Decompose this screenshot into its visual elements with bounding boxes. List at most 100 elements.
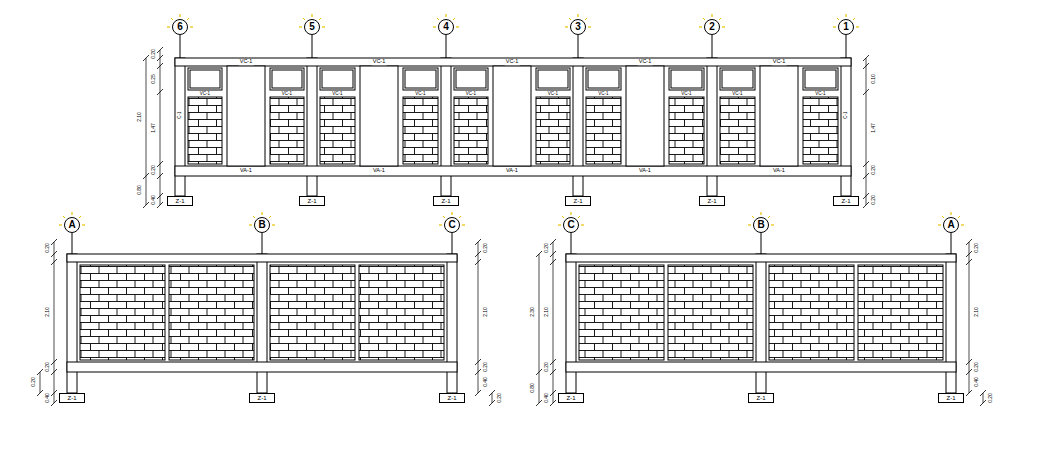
axis-marker: [565, 26, 568, 27]
axis-number: 6: [177, 22, 183, 32]
axis-marker: [768, 216, 770, 218]
window-box: [403, 68, 438, 90]
dimension-line: [553, 242, 554, 403]
dimension-tick: [51, 259, 57, 265]
dimension-tick: [863, 193, 869, 199]
axis-marker: [311, 14, 312, 17]
door-opening: [227, 66, 265, 166]
dimension-value: 0.40: [151, 194, 156, 206]
axis-marker: [433, 26, 436, 27]
dimension-value: 2.30: [530, 306, 535, 318]
axis-marker: [837, 18, 839, 20]
axis-marker: [445, 14, 446, 17]
axis-marker: [167, 26, 170, 27]
axis-marker: [187, 18, 189, 20]
axis-marker: [79, 216, 81, 218]
brick-panel: [579, 265, 664, 360]
footing-box: Z-1: [299, 196, 325, 206]
dimension-line: [866, 58, 867, 205]
dimension-value: 0.80: [530, 382, 535, 394]
axis-marker: [760, 212, 761, 215]
dimension-value: 0.40: [544, 392, 549, 404]
dimension-tick: [863, 202, 869, 208]
axis-marker: [269, 216, 271, 218]
axis-marker: [179, 14, 180, 17]
beam-label: VC-1: [638, 59, 653, 65]
footing-mark: Z-1: [176, 198, 185, 204]
brick-panel: [403, 97, 438, 164]
footing-box: Z-1: [439, 393, 465, 403]
dimension-tick: [489, 390, 495, 396]
axis-line: [452, 233, 453, 254]
axis-marker: [249, 224, 252, 225]
door-opening: [760, 66, 798, 166]
dimension-value: 2.10: [137, 111, 142, 123]
dimension-value: 0.20: [871, 164, 876, 176]
dimension-tick: [51, 359, 57, 365]
axis-marker: [719, 18, 721, 20]
axis-marker: [71, 212, 72, 215]
dimension-tick: [157, 47, 163, 53]
window-box: [320, 68, 355, 90]
axis-marker: [272, 224, 275, 225]
bottom-beam: [175, 166, 851, 176]
axis-bubble: 3: [570, 19, 586, 35]
dimension-value: 1.47: [151, 122, 156, 134]
window-inner: [190, 70, 220, 88]
beam-label: VA-1: [372, 168, 386, 174]
lintel-label: VC-1: [597, 91, 609, 96]
dimension-line: [54, 242, 55, 403]
dimension-value: 0.40: [45, 392, 50, 404]
axis-bubble: A: [64, 217, 80, 233]
dimension-tick: [475, 390, 481, 396]
axis-number: C: [567, 220, 574, 230]
axis-marker: [856, 26, 859, 27]
footing-mark: Z-1: [757, 395, 766, 401]
dimension-value: 0.20: [483, 242, 488, 254]
axis-number: 4: [443, 22, 449, 32]
dimension-tick: [966, 390, 972, 396]
axis-marker: [853, 18, 855, 20]
dimension-tick: [475, 259, 481, 265]
dimension-tick: [157, 193, 163, 199]
dimension-value: 0.40: [483, 376, 488, 388]
footing-box: Z-1: [938, 393, 964, 403]
axis-marker: [303, 18, 305, 20]
axis-bubble: 4: [438, 19, 454, 35]
column-label: C-1: [844, 110, 849, 119]
dimension-tick: [143, 173, 149, 179]
window-inner: [322, 70, 353, 88]
brick-panel: [858, 265, 943, 360]
beam-label: VA-1: [505, 168, 519, 174]
axis-bubble: C: [563, 217, 579, 233]
brick-panel: [169, 265, 254, 360]
footing-mark: Z-1: [258, 395, 267, 401]
top-beam: [566, 254, 956, 262]
footing-mark: Z-1: [708, 198, 717, 204]
dimension-value: 0.20: [151, 48, 156, 60]
window-inner: [805, 70, 836, 88]
footing-mark: Z-1: [567, 395, 576, 401]
dimension-line: [146, 58, 147, 205]
axis-marker: [253, 216, 255, 218]
dimension-tick: [51, 251, 57, 257]
dimension-value: 0.20: [45, 242, 50, 254]
axis-marker: [63, 216, 65, 218]
axis-marker: [190, 26, 193, 27]
axis-marker: [171, 18, 173, 20]
footing-box: Z-1: [748, 393, 774, 403]
window-box: [536, 68, 570, 90]
brick-panel: [359, 265, 444, 360]
axis-number: A: [947, 220, 954, 230]
axis-line: [761, 233, 762, 254]
dimension-line: [40, 372, 41, 393]
axis-marker: [585, 18, 587, 20]
axis-number: B: [258, 220, 265, 230]
beam-label: VA-1: [239, 168, 253, 174]
dimension-tick: [966, 239, 972, 245]
brick-panel: [769, 265, 854, 360]
lintel-label: VC-1: [465, 91, 477, 96]
footing-box: Z-1: [433, 196, 459, 206]
column-label: C-1: [178, 110, 183, 119]
top-beam: [67, 254, 457, 262]
